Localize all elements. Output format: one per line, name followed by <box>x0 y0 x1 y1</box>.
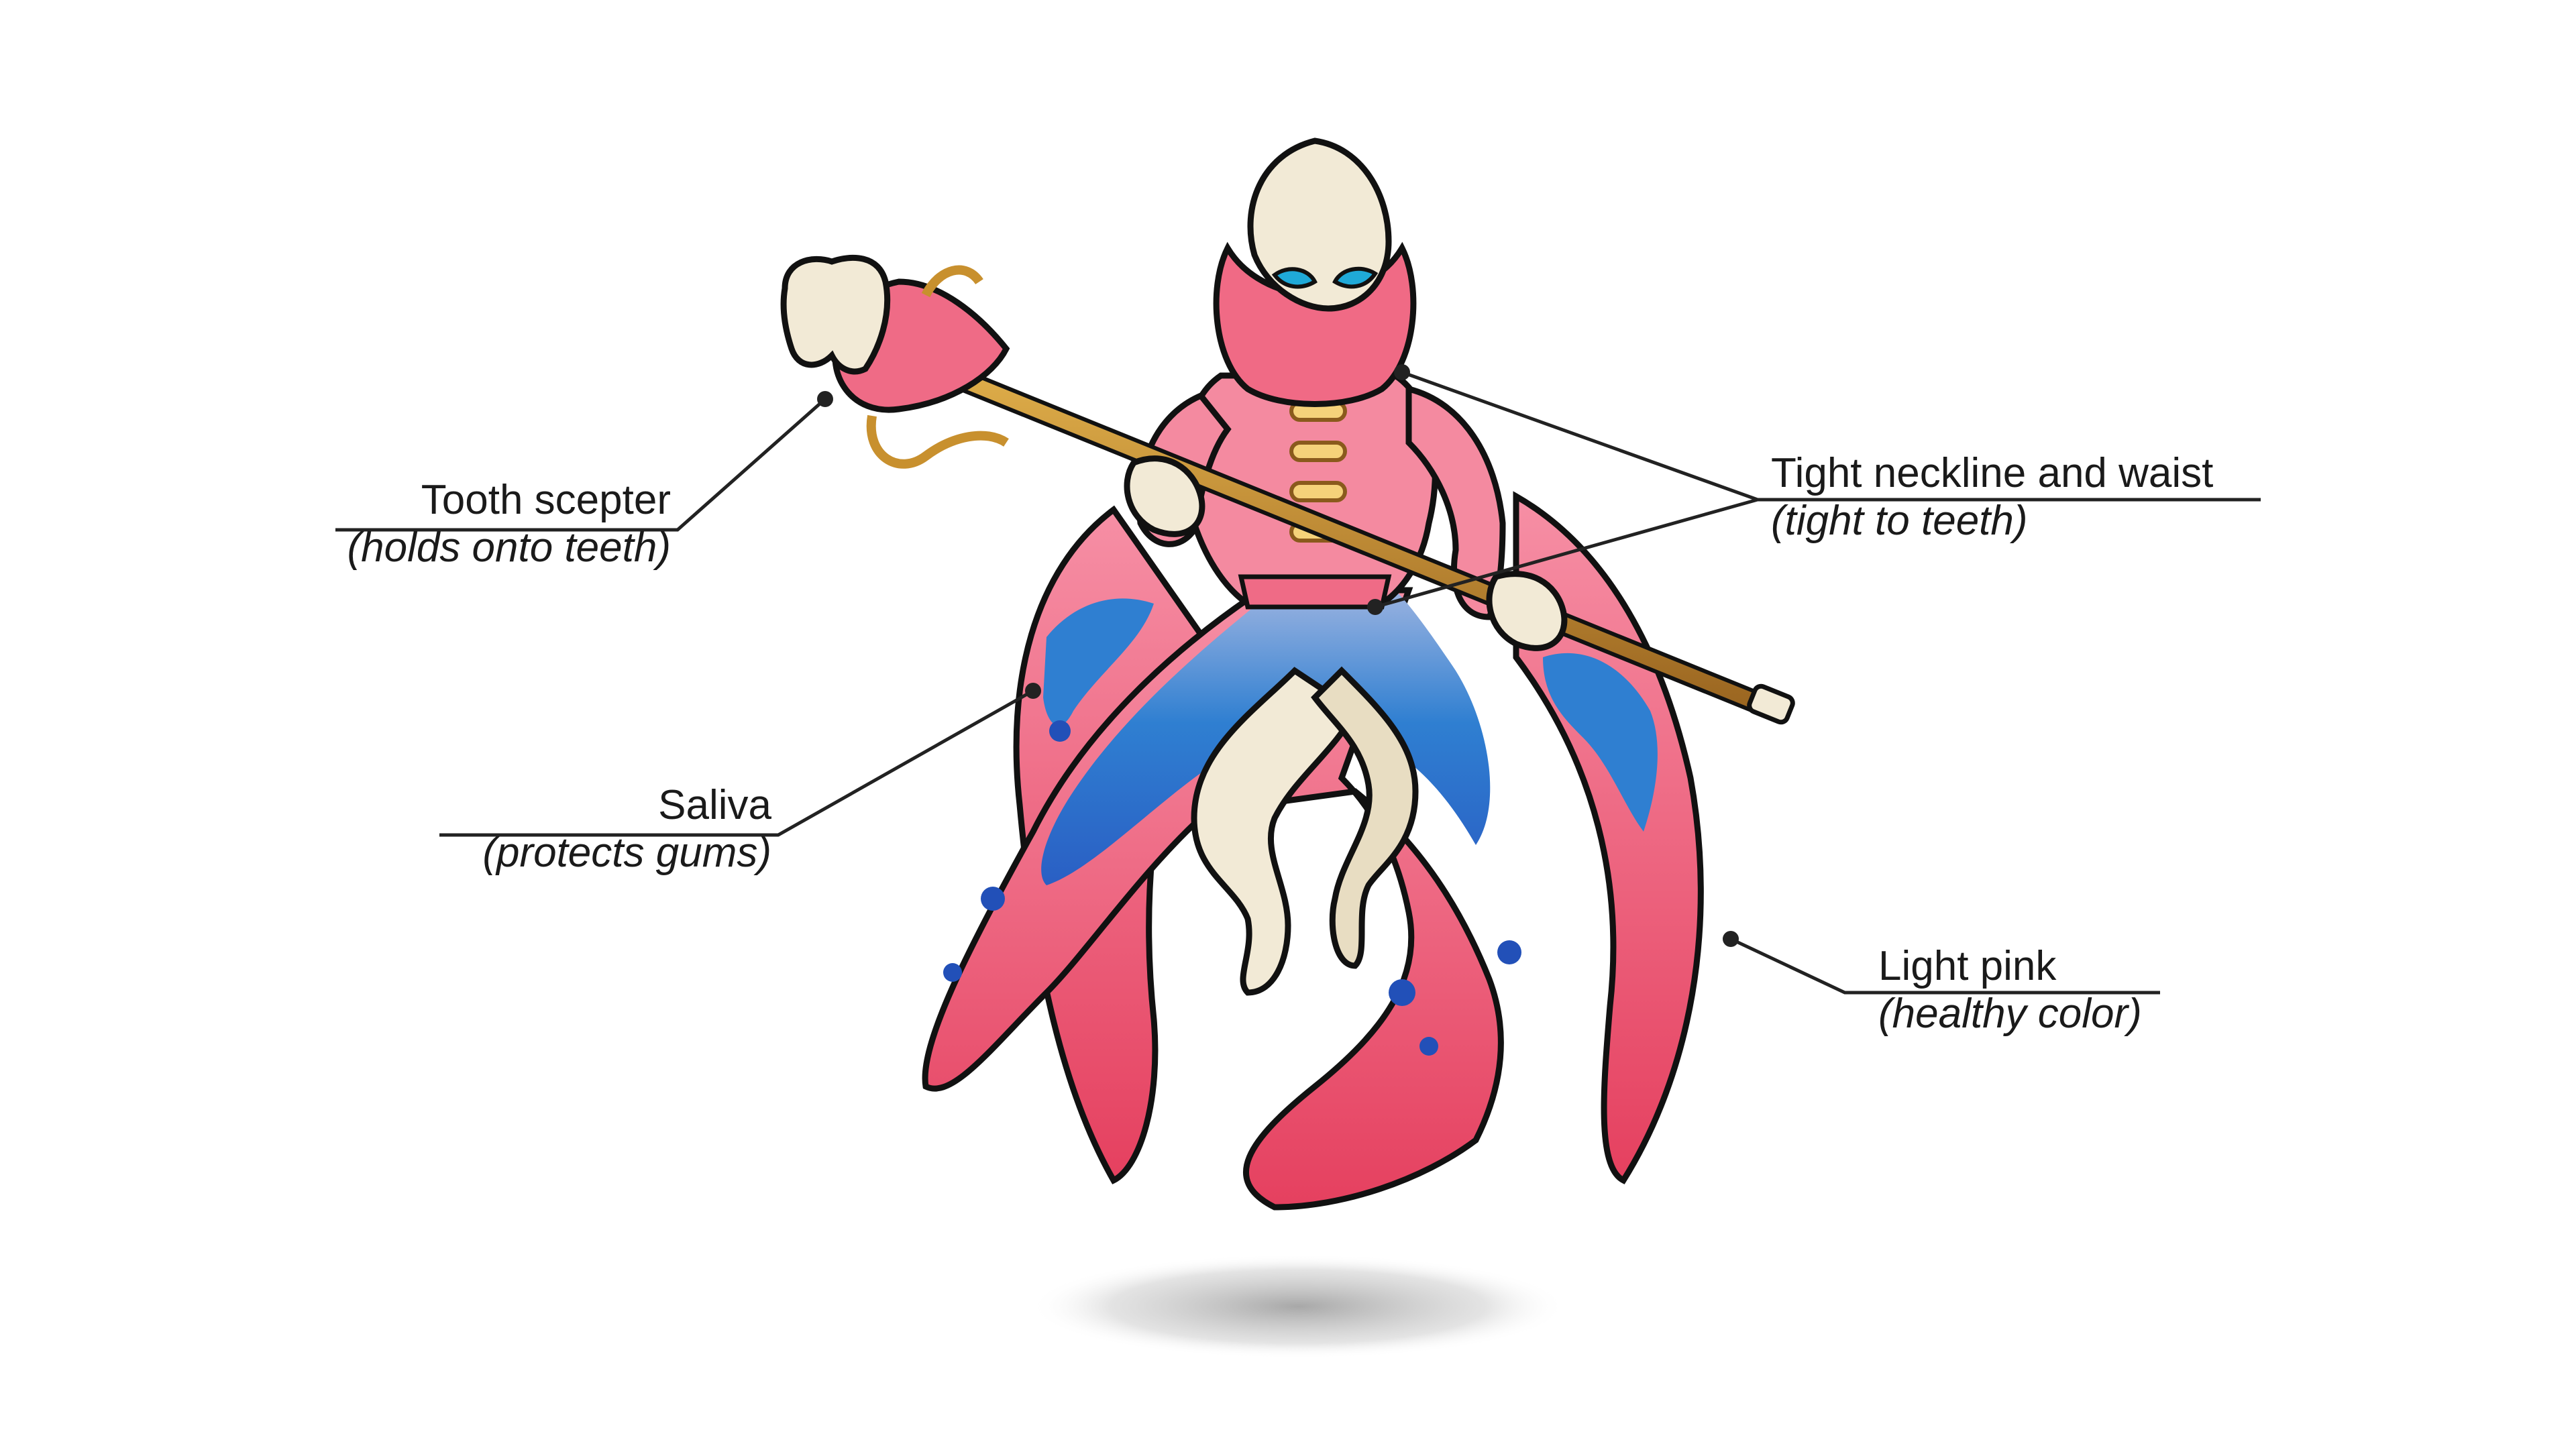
annotation-title: Tight neckline and waist <box>1771 450 2214 496</box>
annotation-subtitle: (tight to teeth) <box>1771 498 2028 545</box>
scepter-gold-curl <box>921 265 983 298</box>
saliva-drop <box>1389 979 1415 1006</box>
ground-shadow <box>1030 1254 1566 1359</box>
leader-dots <box>817 364 1739 947</box>
leader-dot <box>1394 364 1410 380</box>
leader-lines <box>335 370 2261 995</box>
saliva-left-flap <box>1043 598 1154 726</box>
annotation-title: Tooth scepter <box>421 477 671 523</box>
saliva-drop <box>1049 720 1071 742</box>
left-eye <box>1271 267 1318 289</box>
saliva-drop <box>1497 940 1521 964</box>
saliva-drop <box>943 963 962 982</box>
leader-dot <box>817 391 833 407</box>
scepter-tooth <box>780 255 891 375</box>
saliva-right-flap <box>1543 653 1658 832</box>
saliva-drop <box>981 887 1005 911</box>
annotation-title: Light pink <box>1878 943 2057 989</box>
annotation-saliva: Saliva (protects gums) <box>482 781 771 877</box>
annotation-subtitle: (protects gums) <box>482 830 771 877</box>
leader-dot <box>1367 599 1383 615</box>
scepter-staff-fill <box>878 341 1785 718</box>
annotation-light-pink: Light pink (healthy color) <box>1878 942 2142 1038</box>
annotation-neckline: Tight neckline and waist (tight to teeth… <box>1771 449 2213 545</box>
leader-tooth-scepter <box>335 398 826 532</box>
leader-dot <box>1025 683 1041 699</box>
saliva-drop <box>1419 1037 1438 1056</box>
right-hand <box>1486 571 1568 651</box>
leader-neckline-upper <box>1401 370 1758 502</box>
waist-band <box>1238 574 1392 610</box>
left-hand <box>1124 455 1205 537</box>
scepter-end-cap <box>1747 683 1795 725</box>
tooth-head <box>1247 137 1392 312</box>
annotation-tooth-scepter: Tooth scepter (holds onto teeth) <box>347 476 671 572</box>
annotation-title: Saliva <box>658 782 771 828</box>
annotation-subtitle: (healthy color) <box>1878 991 2142 1038</box>
leader-light-pink <box>1729 937 2160 995</box>
leader-dot <box>1723 931 1739 947</box>
tooth-leg <box>1191 667 1359 996</box>
leader-waist <box>1375 498 1758 609</box>
right-eye <box>1332 266 1379 289</box>
leader-saliva <box>439 689 1034 837</box>
annotation-subtitle: (holds onto teeth) <box>347 524 671 571</box>
tooth-leg <box>1311 666 1419 969</box>
scepter-gold-curl <box>866 414 1009 469</box>
